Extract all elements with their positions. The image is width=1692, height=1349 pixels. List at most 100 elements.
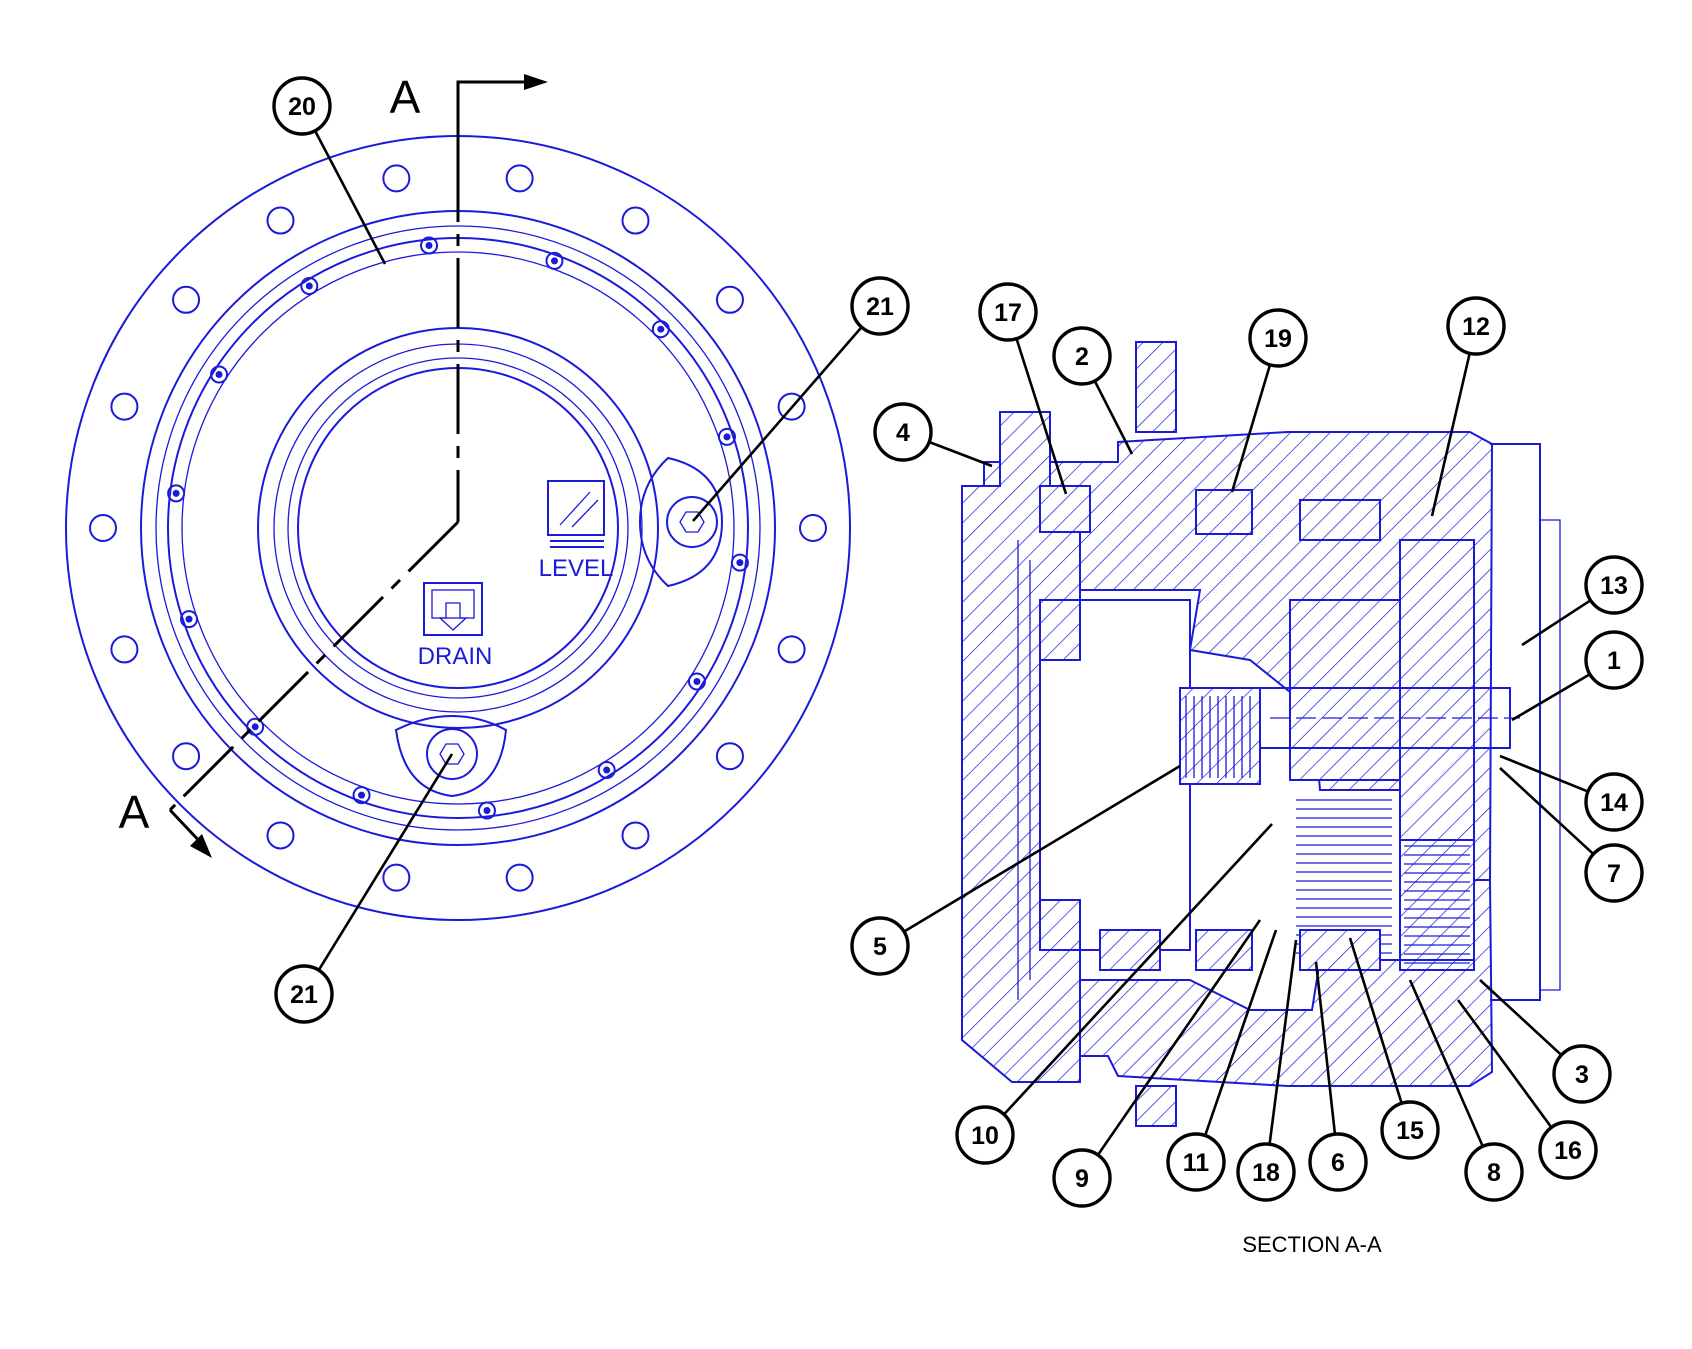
callout-c13: 13: [1521, 555, 1644, 647]
bolt-hole: [172, 285, 201, 314]
bolt-hole: [382, 863, 411, 892]
bolt-hole: [89, 514, 117, 542]
level-plug: [638, 456, 724, 588]
callout-c18: 18: [1236, 939, 1298, 1202]
callout-number: 4: [896, 419, 910, 447]
callout-leader: [1430, 352, 1471, 517]
cover-bolt-center: [358, 791, 366, 799]
callout-bubble: [274, 964, 334, 1024]
callout-leader: [928, 440, 993, 468]
callout-number: 3: [1575, 1061, 1589, 1089]
callout-c5: 5: [850, 764, 1181, 976]
callout-leader: [1348, 937, 1403, 1104]
cover-bolt: [651, 320, 670, 339]
cover-bolt: [545, 251, 564, 270]
cover-bolt-center: [736, 559, 744, 567]
callout-c1: 1: [1511, 630, 1644, 722]
callout-leader: [1015, 338, 1068, 495]
callout-leader: [1408, 979, 1484, 1147]
callout-number: 20: [288, 93, 316, 121]
bolt-hole: [621, 821, 650, 850]
callout-leader: [1511, 673, 1591, 722]
callout-c7: 7: [1499, 767, 1644, 903]
callout-leader: [1456, 999, 1553, 1129]
callout-leader: [1096, 919, 1262, 1156]
bolt-hole: [715, 742, 744, 771]
callout-leader: [903, 764, 1181, 933]
bolt-hole: [382, 164, 411, 193]
cover-bolt: [717, 427, 736, 446]
callout-number: 19: [1264, 325, 1292, 353]
cover-bolt-center: [657, 325, 665, 333]
callout-leader: [1093, 380, 1134, 455]
callout-c20: 20: [272, 76, 387, 265]
cover-bolt-center: [172, 489, 180, 497]
callout-number: 13: [1600, 572, 1628, 600]
cover-bolt: [180, 610, 199, 629]
callout-bubble: [955, 1105, 1015, 1165]
bolt-hole: [266, 206, 295, 235]
callout-bubble: [1584, 555, 1644, 615]
callout-number: 14: [1600, 789, 1628, 817]
callout-number: 5: [873, 933, 887, 961]
cover-bolt-center: [185, 615, 193, 623]
callout-number: 10: [971, 1122, 999, 1150]
callout-bubble: [1166, 1132, 1226, 1192]
callout-bubble: [873, 402, 933, 462]
callout-number: 1: [1607, 647, 1621, 675]
bolt-hole: [799, 514, 827, 542]
callout-c9: 9: [1052, 919, 1262, 1208]
callout-c21a: 21: [692, 276, 910, 522]
callout-leader: [1479, 979, 1563, 1056]
callout-leader: [1314, 961, 1337, 1135]
bolt-hole: [715, 285, 744, 314]
cover-bolt: [300, 277, 319, 296]
cover-bolt: [210, 365, 229, 384]
callout-leader: [313, 130, 387, 265]
callout-number: 15: [1396, 1117, 1424, 1145]
callout-bubble: [1308, 1132, 1368, 1192]
callout-bubble: [850, 916, 910, 976]
callout-c21b: 21: [274, 753, 454, 1024]
cover-bolt-center: [305, 282, 313, 290]
callout-c17: 17: [978, 282, 1068, 495]
callout-number: 12: [1462, 313, 1490, 341]
callout-bubble: [1380, 1100, 1440, 1160]
callout-c6: 6: [1308, 961, 1368, 1192]
cover-bolt: [420, 236, 439, 255]
callout-bubble: [1538, 1120, 1598, 1180]
callouts: 20 21 21 17 2 19 12 4 13 1 147 5 3 10 16 158 9 11 18 6: [272, 76, 1644, 1208]
callout-bubble: [1584, 630, 1644, 690]
cover-bolt: [352, 786, 371, 805]
callout-bubble: [1584, 843, 1644, 903]
callout-bubble: [978, 282, 1038, 342]
level-label: LEVEL: [539, 555, 614, 582]
bolt-hole: [110, 635, 139, 664]
callout-number: 2: [1075, 343, 1089, 371]
cover-bolt-center: [603, 766, 611, 774]
cover-bolt: [597, 760, 616, 779]
callout-number: 11: [1183, 1149, 1210, 1177]
callout-number: 21: [866, 293, 894, 321]
section-letter-top: A: [390, 71, 421, 123]
cover-bolt-center: [483, 807, 491, 815]
callout-bubble: [1052, 1148, 1112, 1208]
cover-bolt: [687, 672, 706, 691]
callout-number: 9: [1075, 1165, 1089, 1193]
callout-leader: [1003, 823, 1273, 1116]
callout-leader: [1521, 599, 1592, 647]
callout-c8: 8: [1408, 979, 1524, 1202]
callout-c2: 2: [1052, 326, 1134, 455]
outer-bolt-holes: [89, 164, 827, 892]
callout-number: 17: [994, 299, 1022, 327]
callout-number: 6: [1331, 1149, 1345, 1177]
callout-bubble: [1464, 1142, 1524, 1202]
callout-c19: 19: [1230, 308, 1308, 493]
bolt-hole: [505, 863, 534, 892]
callout-number: 16: [1554, 1137, 1582, 1165]
callout-bubble: [1584, 772, 1644, 832]
drain-plug: [394, 714, 508, 798]
section-line: A A: [119, 71, 548, 858]
cover-bolt: [477, 801, 496, 820]
bolt-hole: [110, 392, 139, 421]
